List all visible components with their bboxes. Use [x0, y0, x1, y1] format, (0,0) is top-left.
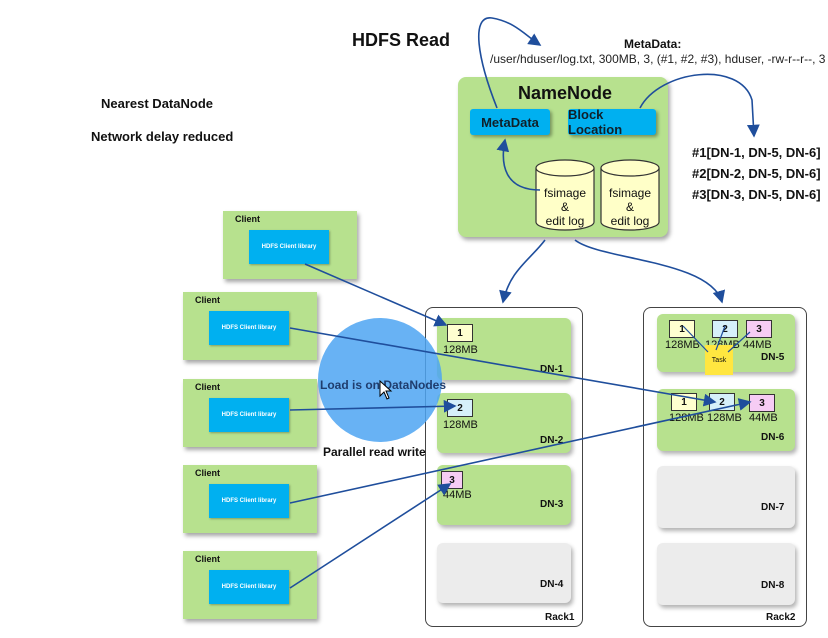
cursor-icon — [379, 380, 393, 400]
fsimage-text: fsimage — [543, 186, 587, 200]
block-3: 3 — [746, 320, 772, 338]
metadata-box: MetaData — [470, 109, 550, 135]
datanode-dn5: 1 2 3 128MB 128MB 44MB DN-5 — [657, 314, 795, 372]
client-library: HDFS Client library — [209, 398, 289, 432]
client-label: Client — [195, 382, 221, 392]
fsimage-label-1: fsimage & edit log — [536, 186, 594, 228]
client-library: HDFS Client library — [209, 484, 289, 518]
diagram-title: HDFS Read — [352, 30, 451, 50]
block-2: 2 — [712, 320, 738, 338]
rack1-label: Rack1 — [545, 612, 575, 623]
block-1: 1 — [669, 320, 695, 338]
client-label: Client — [195, 295, 221, 305]
block-size: 128MB — [443, 344, 478, 356]
note-nearest-datanode: Nearest DataNode — [101, 96, 213, 111]
block-size: 44MB — [749, 412, 778, 424]
datanode-label: DN-2 — [540, 435, 564, 446]
note-network-delay: Network delay reduced — [91, 129, 234, 144]
rack2-label: Rack2 — [766, 612, 796, 623]
block-size: 128MB — [707, 412, 742, 424]
datanode-label: DN-8 — [761, 580, 785, 591]
datanode-dn7: DN-7 — [657, 466, 795, 528]
parallel-text: Parallel read write — [323, 445, 426, 459]
fsimage-label-2: fsimage & edit log — [601, 186, 659, 228]
metadata-text: /user/hduser/log.txt, 300MB, 3, (#1, #2,… — [490, 52, 826, 66]
load-circle — [318, 318, 442, 442]
datanode-label: DN-4 — [540, 579, 564, 590]
datanode-label: DN-5 — [761, 352, 785, 363]
datanode-label: DN-1 — [540, 364, 564, 375]
fsimage-amp: & — [560, 200, 569, 214]
editlog-text: edit log — [545, 214, 585, 228]
client-4: Client HDFS Client library — [183, 465, 317, 533]
client-2: Client HDFS Client library — [183, 292, 317, 360]
block-size: 128MB — [669, 412, 704, 424]
client-library: HDFS Client library — [249, 230, 329, 264]
block-location-2: #2[DN-2, DN-5, DN-6] — [692, 166, 821, 181]
fsimage-cylinder-1 — [535, 159, 595, 231]
datanode-dn3: 3 44MB DN-3 — [437, 465, 571, 525]
block-size: 128MB — [443, 419, 478, 431]
block-size: 128MB — [665, 339, 700, 351]
editlog-text: edit log — [610, 214, 650, 228]
block-location-box: Block Location — [568, 107, 656, 137]
client-label: Client — [235, 214, 261, 224]
datanode-dn4: DN-4 — [437, 543, 571, 603]
datanode-label: DN-3 — [540, 499, 564, 510]
namenode-title: NameNode — [518, 83, 613, 103]
datanode-dn1: 1 128MB DN-1 — [437, 318, 571, 380]
block-size: 44MB — [743, 339, 772, 351]
datanode-label: DN-7 — [761, 502, 785, 513]
client-library: HDFS Client library — [209, 570, 289, 604]
datanode-dn2: 2 128MB DN-2 — [437, 393, 571, 453]
datanode-dn8: DN-8 — [657, 543, 795, 605]
client-library: HDFS Client library — [209, 311, 289, 345]
datanode-dn6: 1 2 3 128MB 128MB 44MB DN-6 — [657, 389, 795, 451]
client-label: Client — [195, 554, 221, 564]
block-location-3: #3[DN-3, DN-5, DN-6] — [692, 187, 821, 202]
client-label: Client — [195, 468, 221, 478]
task-box: Task — [705, 345, 733, 375]
fsimage-text: fsimage — [608, 186, 652, 200]
client-3: Client HDFS Client library — [183, 379, 317, 447]
fsimage-amp: & — [625, 200, 634, 214]
metadata-heading: MetaData: — [624, 37, 682, 51]
datanode-label: DN-6 — [761, 432, 785, 443]
client-1: Client HDFS Client library — [223, 211, 357, 279]
block-location-1: #1[DN-1, DN-5, DN-6] — [692, 145, 821, 160]
block-1: 1 — [447, 324, 473, 342]
fsimage-cylinder-2 — [600, 159, 660, 231]
